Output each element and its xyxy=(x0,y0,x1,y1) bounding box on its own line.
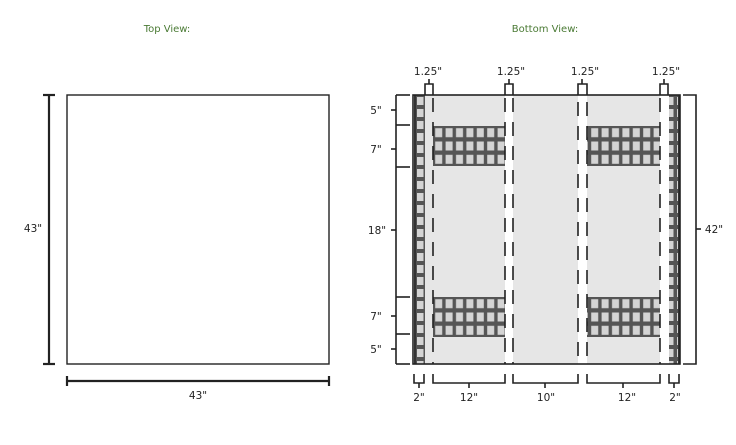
right-label-42in: 42" xyxy=(705,224,723,236)
gap-label-2: 1.25" xyxy=(497,66,525,78)
skid-right xyxy=(669,95,679,364)
top-view-width-label: 43" xyxy=(189,390,207,402)
left-label-7in-bottom: 7" xyxy=(370,311,382,323)
section-middle-10in xyxy=(513,95,578,364)
bottom-label-12in-right: 12" xyxy=(618,392,636,404)
skid-left xyxy=(415,95,425,364)
bottom-label-2in-left: 2" xyxy=(413,392,425,404)
bottom-label-10in: 10" xyxy=(537,392,555,404)
grid-bottom-right xyxy=(587,297,660,337)
bottom-label-12in-left: 12" xyxy=(460,392,478,404)
left-dimensions: 5" 7" 18" 7" 5" xyxy=(368,94,410,365)
section-left-strip xyxy=(424,95,433,364)
right-dimension: 42" xyxy=(683,94,723,365)
bottom-dimensions: 2" 12" 10" 12" 2" xyxy=(413,374,681,404)
runner-dash-lines xyxy=(432,98,661,364)
left-label-5in-bottom: 5" xyxy=(370,344,382,356)
bottom-view: Bottom View: 1.25" xyxy=(368,24,723,404)
gap-dimensions: 1.25" 1.25" 1.25" 1.25" xyxy=(414,66,680,95)
bottom-view-title: Bottom View: xyxy=(512,24,578,35)
top-view-width-dimension: 43" xyxy=(65,376,331,402)
top-view-height-label: 43" xyxy=(24,223,42,235)
left-label-5in-top: 5" xyxy=(370,105,382,117)
top-view-outline xyxy=(66,94,330,365)
top-view-title: Top View: xyxy=(143,24,191,35)
top-view: Top View: 43" 43" xyxy=(24,24,331,402)
grid-top-left xyxy=(433,126,505,166)
grid-bottom-left xyxy=(433,297,505,337)
left-label-18in: 18" xyxy=(368,225,386,237)
bottom-label-2in-right: 2" xyxy=(669,392,681,404)
gap-label-4: 1.25" xyxy=(652,66,680,78)
top-view-height-dimension: 43" xyxy=(24,93,55,366)
left-label-7in-top: 7" xyxy=(370,144,382,156)
grid-top-right xyxy=(587,126,660,166)
gap-label-1: 1.25" xyxy=(414,66,442,78)
bottom-view-outline xyxy=(412,94,681,365)
gap-label-3: 1.25" xyxy=(571,66,599,78)
